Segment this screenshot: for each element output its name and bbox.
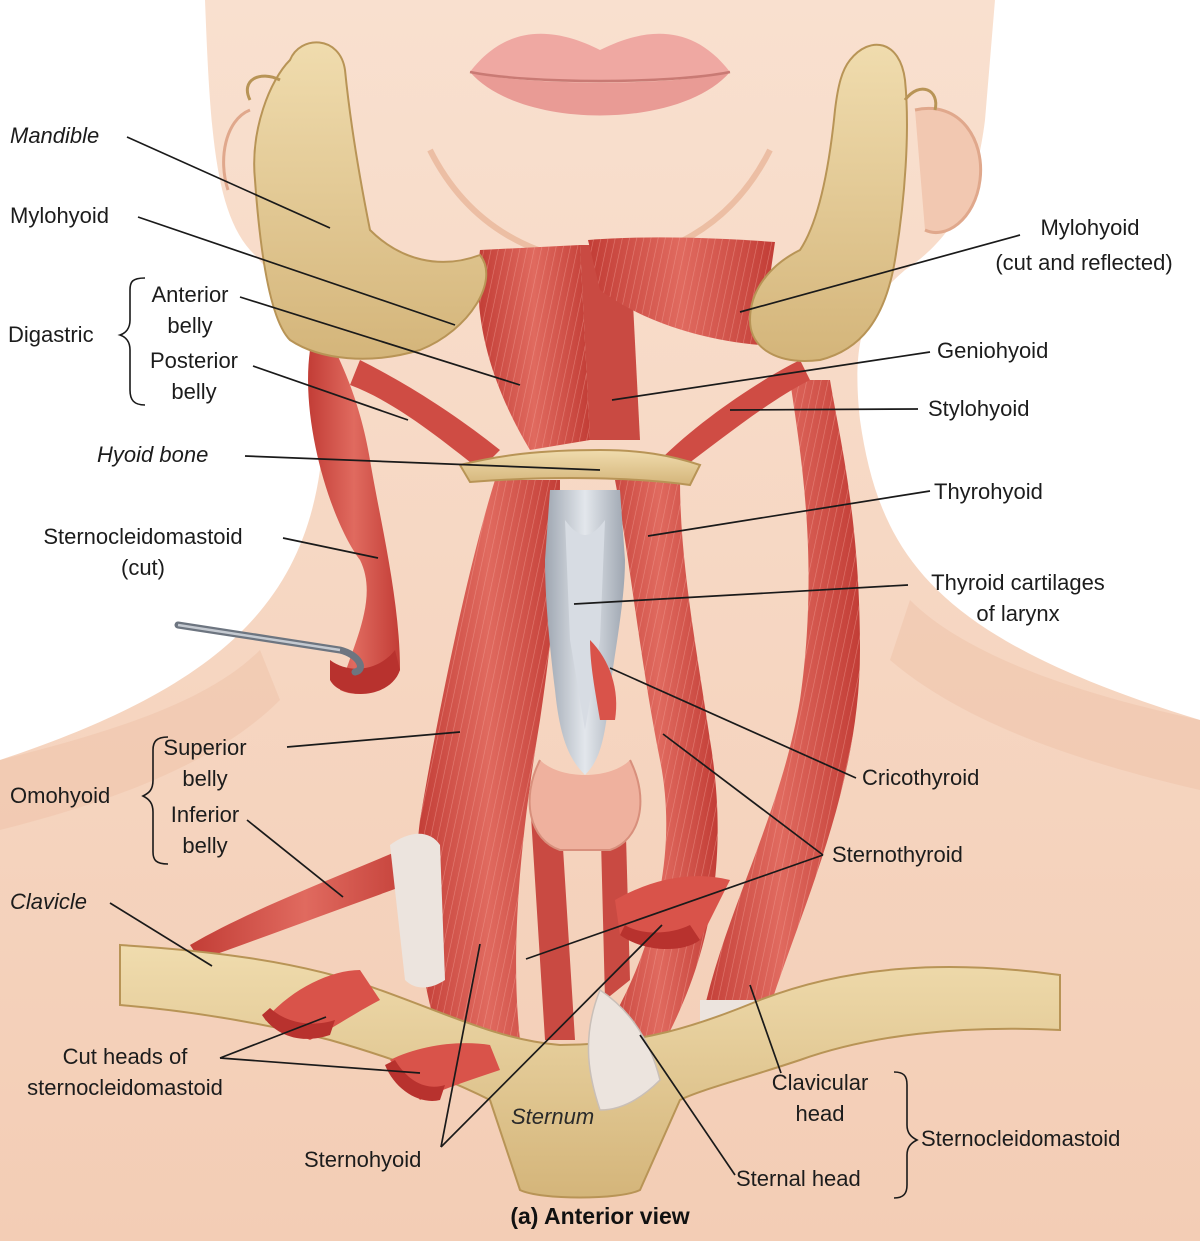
lips <box>469 33 731 116</box>
label-geniohyoid: Geniohyoid <box>937 338 1049 363</box>
omohyoid-inferior-belly <box>190 833 445 988</box>
figure-caption: (a) Anterior view <box>510 1203 690 1229</box>
label-sternohyoid: Sternohyoid <box>304 1147 422 1172</box>
label-braces <box>117 277 919 1199</box>
label-anterior-belly-1: Anterior <box>151 282 229 307</box>
retractor-hook <box>174 621 364 676</box>
label-sternum: Sternum <box>511 1104 595 1129</box>
label-thyrohyoid: Thyrohyoid <box>934 479 1043 504</box>
mandible-bone <box>245 41 938 362</box>
label-omohyoid: Omohyoid <box>10 783 111 808</box>
label-posterior-belly-2: belly <box>171 379 217 404</box>
label-stylohyoid: Stylohyoid <box>928 396 1030 421</box>
label-scm-cut-1: Sternocleidomastoid <box>43 524 243 549</box>
label-sternocleidomastoid: Sternocleidomastoid <box>921 1126 1121 1151</box>
label-thyroid-cartilages-2: of larynx <box>976 601 1060 626</box>
label-sternothyroid: Sternothyroid <box>832 842 963 867</box>
label-anterior-belly-2: belly <box>167 313 213 338</box>
label-sternal-head: Sternal head <box>736 1166 861 1191</box>
larynx <box>528 490 642 851</box>
label-clavicular-head-2: head <box>795 1101 845 1126</box>
label-superior-belly-2: belly <box>182 766 228 791</box>
label-inferior-belly-2: belly <box>182 833 228 858</box>
label-mylohyoid-reflected-1: Mylohyoid <box>1040 215 1140 240</box>
label-inferior-belly-1: Inferior <box>170 802 240 827</box>
label-cricothyroid: Cricothyroid <box>862 765 980 790</box>
label-clavicular-head-1: Clavicular <box>771 1070 869 1095</box>
label-posterior-belly-1: Posterior <box>149 348 239 373</box>
label-clavicle: Clavicle <box>10 889 88 914</box>
label-scm-cut-2: (cut) <box>121 555 165 580</box>
label-superior-belly-1: Superior <box>163 735 247 760</box>
label-cut-heads-2: sternocleidomastoid <box>27 1075 223 1100</box>
label-mylohyoid: Mylohyoid <box>10 203 110 228</box>
label-mylohyoid-reflected-2: (cut and reflected) <box>995 250 1173 275</box>
label-hyoid-bone: Hyoid bone <box>97 442 209 467</box>
label-digastric: Digastric <box>8 322 94 347</box>
suprahyoid-muscles <box>350 237 810 470</box>
label-thyroid-cartilages-1: Thyroid cartilages <box>931 570 1105 595</box>
leader-lines <box>109 136 1021 1176</box>
hyoid-bone <box>458 448 702 487</box>
label-cut-heads-1: Cut heads of <box>62 1044 188 1069</box>
label-mandible: Mandible <box>10 123 100 148</box>
